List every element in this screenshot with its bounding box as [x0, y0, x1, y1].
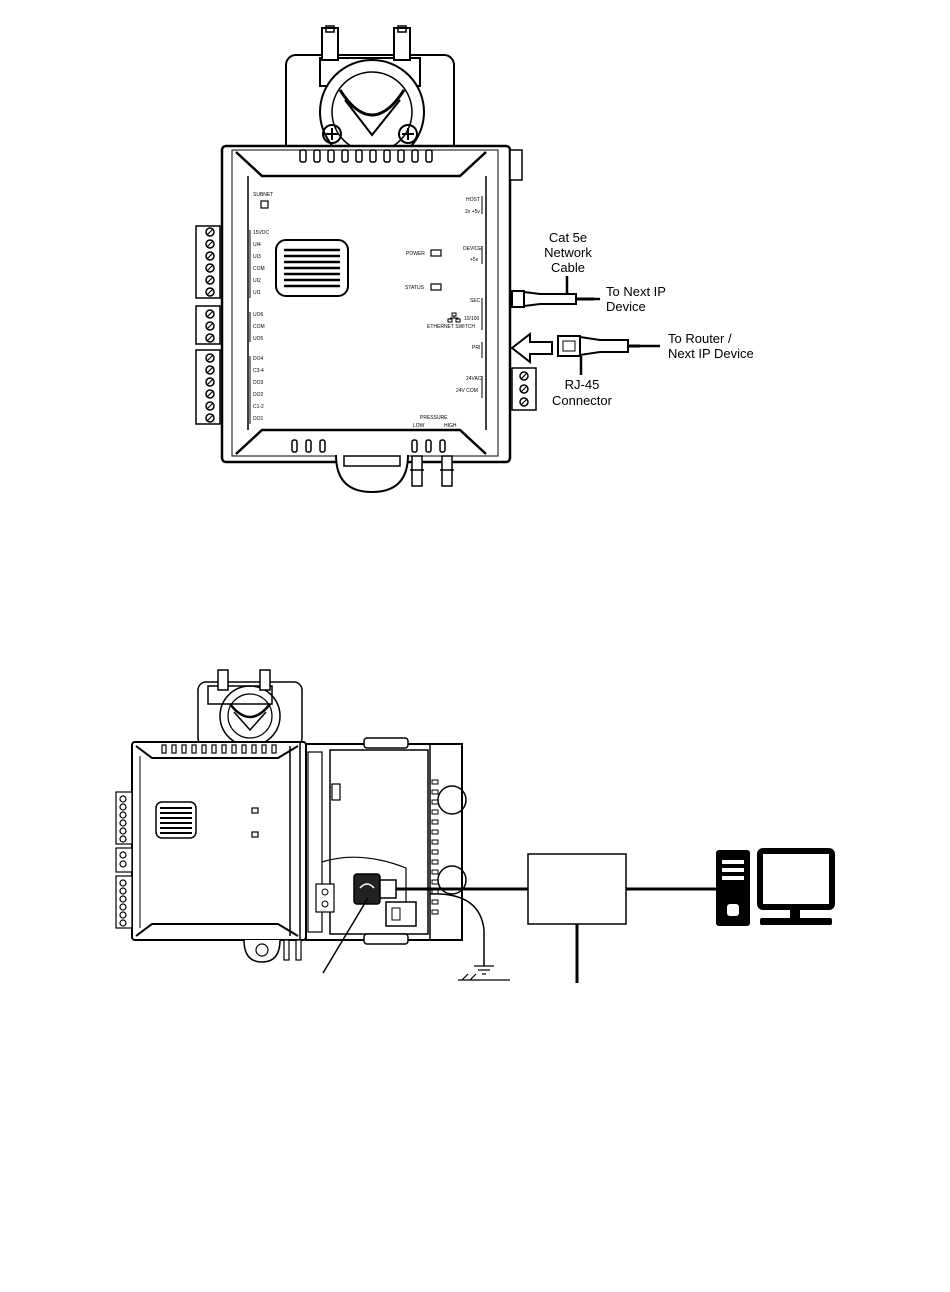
sec-label: SEC [470, 298, 481, 304]
router-box [528, 854, 626, 924]
host-label: HOST [466, 197, 480, 203]
terminal-label: 15VDC [253, 230, 270, 236]
controller-open-view [116, 670, 466, 962]
next-ip-callout-line-1: To Next IP [606, 284, 666, 299]
pri-label: PRI [472, 345, 480, 351]
computer-tower-icon [716, 850, 750, 926]
rj45-callout-line-1: RJ-45 [565, 377, 600, 392]
terminal-label: DO1 [253, 416, 264, 422]
vcom-label: 24V COM [456, 388, 478, 394]
vac-label: 24VAC [466, 376, 482, 382]
status-label: STATUS [405, 285, 425, 291]
terminal-label: UO6 [253, 312, 264, 318]
cable-callout-line-1: Cat 5e [549, 230, 587, 245]
ground-icon [458, 966, 510, 980]
ethernet-switch-label: ETHERNET SWITCH [427, 324, 475, 330]
insert-arrow-icon [512, 334, 552, 362]
terminal-label: UI4 [253, 242, 261, 248]
terminal-label: C3-4 [253, 368, 264, 374]
terminal-label: UI3 [253, 254, 261, 260]
terminal-label: DO4 [253, 356, 264, 362]
next-ip-callout-line-2: Device [606, 299, 646, 314]
switch-speed-label: 10/100 [464, 316, 480, 322]
terminal-label: UI1 [253, 290, 261, 296]
terminal-block-24v [512, 368, 536, 410]
rj45-callout-line-2: Connector [552, 393, 613, 408]
router-callout-line-2: Next IP Device [668, 346, 754, 361]
terminal-block-outputs-low [196, 350, 220, 424]
pressure-label: PRESSURE [420, 415, 448, 421]
terminal-label: C1-2 [253, 404, 264, 410]
monitor-icon [760, 851, 832, 925]
cable-callout-line-2: Network [544, 245, 592, 260]
terminal-block-inputs [196, 226, 220, 298]
terminal-label: UI2 [253, 278, 261, 284]
terminal-label: DO3 [253, 380, 264, 386]
terminal-label: UO5 [253, 336, 264, 342]
device-sub-label: +5v [470, 257, 479, 263]
terminal-block-outputs-mid [196, 306, 220, 344]
callout-labels: Cat 5e Network Cable To Next IP Device T… [544, 230, 754, 408]
low-label: LOW [413, 423, 425, 429]
terminal-label: DO2 [253, 392, 264, 398]
front-cover [132, 742, 306, 962]
actuator-housing [286, 26, 454, 164]
actuator-top-small [198, 670, 302, 746]
high-label: HIGH [444, 423, 457, 429]
controller-front-view [196, 26, 536, 492]
router-callout-line-1: To Router / [668, 331, 732, 346]
cable-callout-line-3: Cable [551, 260, 585, 275]
output-mid-terminal-labels: UO6 COM UO5 [253, 312, 265, 342]
device-label: DEVICE [463, 246, 482, 252]
terminal-label: COM [253, 324, 265, 330]
subnet-label: SUBNET [253, 192, 273, 198]
host-sub-label: 2x +5v [465, 209, 480, 215]
power-label: POWER [406, 251, 425, 257]
rj45-cable-icon [558, 336, 640, 356]
left-terminal-strip [116, 792, 132, 928]
terminal-label: COM [253, 266, 265, 272]
open-enclosure [306, 738, 466, 944]
